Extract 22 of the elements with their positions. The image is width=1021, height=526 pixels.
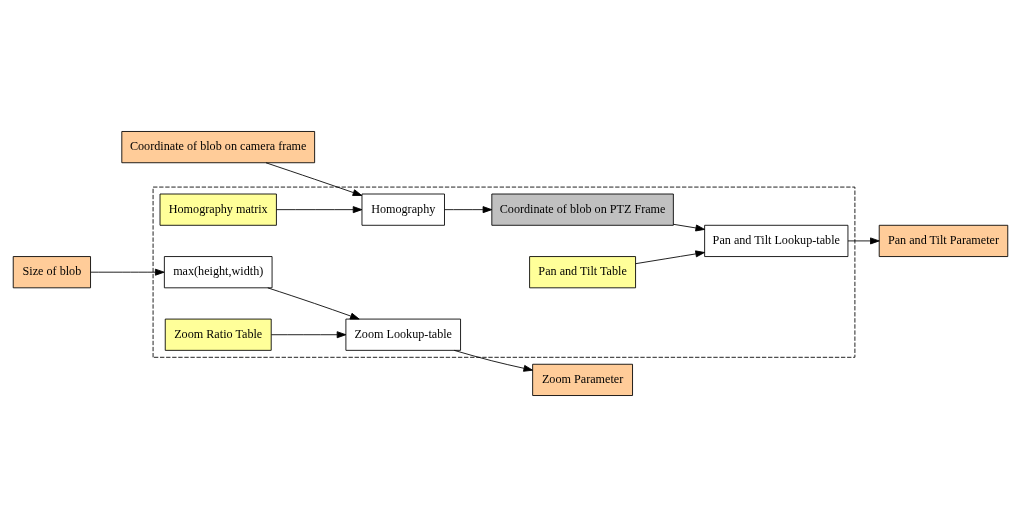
node-box: Homography bbox=[361, 193, 445, 226]
arrow bbox=[276, 205, 363, 213]
node-box: Zoom Parameter bbox=[532, 363, 633, 396]
node-box: Coordinate of blob on PTZ Frame bbox=[491, 193, 674, 226]
node-box: Zoom Ratio Table bbox=[164, 318, 272, 351]
arrow bbox=[635, 249, 705, 264]
node-box: Pan and Tilt Table bbox=[529, 255, 636, 288]
node-box: Pan and Tilt Lookup-table bbox=[704, 224, 849, 257]
arrow bbox=[267, 286, 360, 319]
node-box: Zoom Lookup-table bbox=[345, 318, 461, 351]
arrow bbox=[444, 205, 493, 213]
arrow bbox=[453, 349, 533, 372]
arrow bbox=[270, 330, 347, 338]
node-box: Pan and Tilt Parameter bbox=[878, 224, 1009, 257]
node-box: Coordinate of blob on camera frame bbox=[121, 130, 316, 163]
arrow bbox=[847, 236, 880, 244]
node-box: Size of blob bbox=[12, 255, 91, 288]
node-box: Homography matrix bbox=[159, 193, 277, 226]
arrow bbox=[90, 268, 165, 276]
node-box: max(height,width) bbox=[163, 255, 273, 288]
arrow bbox=[673, 223, 706, 231]
arrow bbox=[265, 161, 363, 196]
